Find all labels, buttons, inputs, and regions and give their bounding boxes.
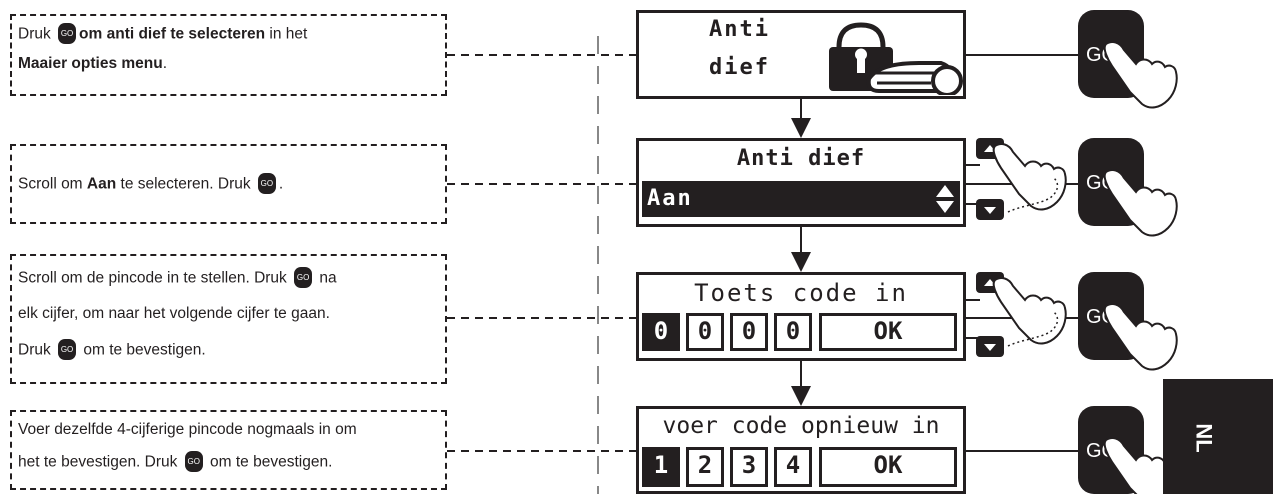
arrow-up-icon (984, 145, 996, 152)
down-button[interactable] (976, 199, 1004, 220)
instruction-line: Druk GO om te bevestigen. (18, 339, 206, 361)
ok-field: OK (819, 447, 957, 487)
code-digit-4: 0 (774, 313, 812, 351)
instruction-text: om te bevestigen. (205, 453, 333, 471)
instruction-text: na (315, 269, 337, 287)
go-button-icon: GO (257, 173, 276, 194)
instruction-box-4: Voer dezelfde 4-cijferige pincode nogmaa… (10, 410, 447, 490)
instruction-text: om te bevestigen. (79, 341, 206, 359)
instruction-box-3: Scroll om de pincode in te stellen. Druk… (10, 254, 447, 384)
code-digit-4: 4 (774, 447, 812, 487)
go-button-icon: GO (184, 451, 203, 472)
instruction-text: . (162, 55, 168, 72)
go-button-icon: GO (58, 23, 77, 44)
screen-title: voer code opnieuw in (662, 413, 940, 439)
code-digit-1: 1 (642, 447, 680, 487)
code-digit-1: 0 (642, 313, 680, 351)
lock-mower-icon (829, 22, 963, 95)
instruction-emphasis: Maaier opties menu (18, 55, 163, 72)
down-button[interactable] (976, 336, 1004, 357)
code-digit-3: 3 (730, 447, 768, 487)
instruction-line: Voer dezelfde 4-cijferige pincode nogmaa… (18, 420, 357, 440)
instruction-text: te selecteren. Druk (116, 175, 255, 193)
instruction-text: Druk (18, 341, 56, 359)
arrow-down-icon (984, 344, 996, 351)
code-digit-2: 2 (686, 447, 724, 487)
screen-title: Anti dief (736, 146, 866, 171)
screen-line-1: Anti (709, 17, 770, 42)
instruction-box-2: Scroll om Aan te selecteren. Druk GO. (10, 144, 447, 224)
selected-value: Aan (647, 186, 693, 211)
up-button[interactable] (976, 138, 1004, 159)
instruction-line: het te bevestigen. Druk GO om te bevesti… (18, 451, 333, 473)
up-button[interactable] (976, 272, 1004, 293)
instruction-text: Druk (18, 25, 56, 43)
instruction-text: in het (265, 25, 308, 43)
instruction-emphasis: om anti dief te selecteren (79, 25, 266, 43)
lcd-screen-reenter-code: voer code opnieuw in 1 2 3 4 OK (636, 406, 966, 494)
lcd-screen-antidief: Anti dief (636, 10, 966, 99)
up-down-arrows-icon (936, 185, 954, 213)
go-button-icon: GO (58, 339, 77, 360)
ok-field: OK (819, 313, 957, 351)
instruction-text: Scroll om (18, 175, 87, 193)
instruction-text: Scroll om de pincode in te stellen. Druk (18, 269, 292, 287)
screen-title: Toets code in (694, 279, 908, 307)
instruction-emphasis: Aan (86, 175, 117, 193)
go-button[interactable]: GO (1078, 272, 1144, 360)
selected-value-bar (642, 181, 960, 217)
language-tab: NL (1163, 379, 1273, 494)
instruction-line: Scroll om Aan te selecteren. Druk GO. (18, 173, 284, 195)
screen-line-2: dief (709, 55, 770, 80)
instruction-text: Voer dezelfde 4-cijferige pincode nogmaa… (18, 421, 357, 438)
instruction-line: Maaier opties menu. (18, 54, 167, 74)
instruction-line: elk cijfer, om naar het volgende cijfer … (18, 304, 330, 324)
instruction-text: het te bevestigen. Druk (18, 453, 182, 471)
language-label: NL (1191, 423, 1217, 453)
arrow-up-icon (984, 279, 996, 286)
instruction-text: . (278, 175, 284, 193)
go-button[interactable]: GO (1078, 406, 1144, 494)
lcd-screen-enter-code: Toets code in 0 0 0 0 OK (636, 272, 966, 361)
go-button-icon: GO (294, 267, 313, 288)
go-button[interactable]: GO (1078, 10, 1144, 98)
instruction-text: elk cijfer, om naar het volgende cijfer … (18, 305, 330, 322)
go-button[interactable]: GO (1078, 138, 1144, 226)
arrow-down-icon (984, 207, 996, 214)
lcd-screen-anti-dief-value: Anti dief Aan (636, 138, 966, 227)
code-digit-3: 0 (730, 313, 768, 351)
code-digit-2: 0 (686, 313, 724, 351)
instruction-line: Scroll om de pincode in te stellen. Druk… (18, 267, 337, 289)
